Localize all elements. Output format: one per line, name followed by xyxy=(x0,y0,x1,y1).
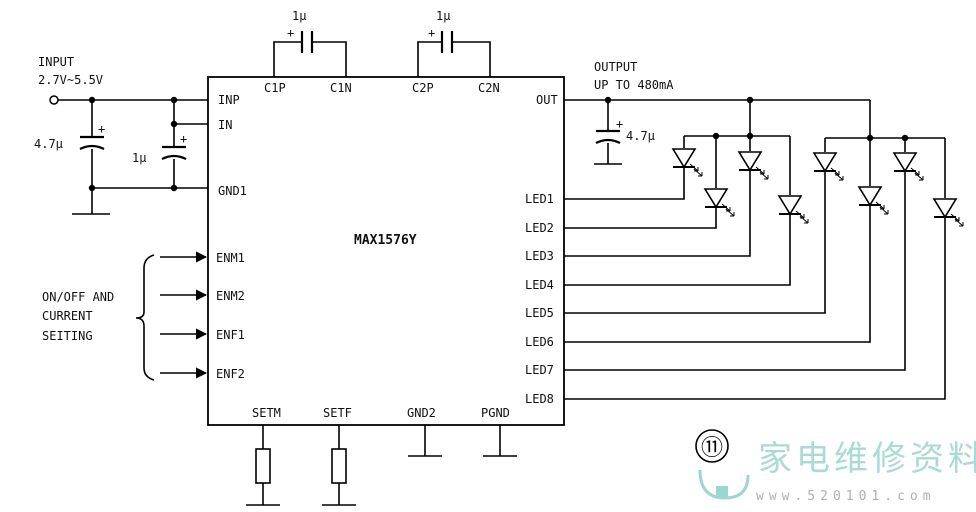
junction xyxy=(866,134,874,142)
pin-enm2: ENM2 xyxy=(216,289,245,303)
svg-text:+: + xyxy=(287,26,294,40)
pin-enf1: ENF1 xyxy=(216,328,245,342)
watermark-url: www.520101.com xyxy=(756,489,936,504)
pin-setm: SETM xyxy=(252,406,281,420)
junction xyxy=(746,96,754,104)
led-2-icon xyxy=(704,188,735,217)
watermark-logo-icon xyxy=(698,469,750,500)
svg-text:+: + xyxy=(98,122,105,136)
figure-number: ⑪ xyxy=(701,436,723,461)
output-label: OUTPUT xyxy=(594,60,637,74)
flying-cap-1-value: 1μ xyxy=(292,9,306,23)
pin-out: OUT xyxy=(536,93,558,107)
svg-text:+: + xyxy=(180,132,187,146)
junction xyxy=(604,96,612,104)
figure-number-circle xyxy=(695,429,729,463)
pin-c1n: C1N xyxy=(330,81,352,95)
input-capacitor: + xyxy=(79,122,105,150)
flying-cap-2-value: 1μ xyxy=(436,9,450,23)
control-label-line-2: CURRENT xyxy=(42,309,93,323)
pin-led5: LED5 xyxy=(525,306,554,320)
control-arrows xyxy=(135,251,208,381)
pin-gnd1: GND1 xyxy=(218,184,247,198)
pin-led2: LED2 xyxy=(525,221,554,235)
junction xyxy=(712,132,720,140)
junction xyxy=(88,184,96,192)
in-capacitor: + xyxy=(161,132,187,160)
watermark-cn-text: 家电维修资料网 xyxy=(758,439,976,479)
junction xyxy=(901,134,909,142)
pin-gnd2: GND2 xyxy=(407,406,436,420)
flying-capacitor-2: + xyxy=(417,26,491,77)
led-5-icon xyxy=(813,152,844,181)
pin-inp: INP xyxy=(218,93,240,107)
junction xyxy=(88,96,96,104)
output-cap-value: 4.7μ xyxy=(626,129,655,143)
pin-enm1: ENM1 xyxy=(216,251,245,265)
led-3-icon xyxy=(738,151,769,180)
led-7-icon xyxy=(893,152,924,181)
pin-c2n: C2N xyxy=(478,81,500,95)
ic-name: MAX1576Y xyxy=(354,233,417,248)
junction xyxy=(170,184,178,192)
input-range: 2.7V~5.5V xyxy=(38,73,103,87)
pin-led3: LED3 xyxy=(525,249,554,263)
pin-c1p: C1P xyxy=(264,81,286,95)
flying-capacitor-1: + xyxy=(273,26,347,77)
junction xyxy=(170,120,178,128)
input-wiring xyxy=(49,95,208,215)
junction xyxy=(746,132,754,140)
in-cap-value: 1μ xyxy=(132,151,146,165)
pin-led6: LED6 xyxy=(525,335,554,349)
output-spec: UP TO 480mA xyxy=(594,78,674,92)
pin-led7: LED7 xyxy=(525,363,554,377)
pin-led4: LED4 xyxy=(525,278,554,292)
svg-text:+: + xyxy=(616,117,623,131)
svg-text:+: + xyxy=(428,26,435,40)
output-capacitor: + xyxy=(595,117,623,144)
pin-c2p: C2P xyxy=(412,81,434,95)
pin-led1: LED1 xyxy=(525,192,554,206)
led-6-icon xyxy=(858,186,889,215)
pin-enf2: ENF2 xyxy=(216,367,245,381)
ic-body xyxy=(207,76,565,426)
output-wiring xyxy=(564,99,946,400)
pin-pgnd: PGND xyxy=(481,406,510,420)
led-4-icon xyxy=(778,195,809,224)
pin-setf: SETF xyxy=(323,406,352,420)
control-label-line-1: ON/OFF AND xyxy=(42,290,114,304)
input-cap-value: 4.7μ xyxy=(34,137,63,151)
input-label: INPUT xyxy=(38,55,74,69)
led-8-icon xyxy=(933,198,964,227)
control-label-line-3: SEITING xyxy=(42,329,93,343)
pin-in: IN xyxy=(218,118,232,132)
bottom-wiring xyxy=(246,425,517,506)
junction xyxy=(170,96,178,104)
led-1-icon xyxy=(672,148,703,177)
pin-led8: LED8 xyxy=(525,392,554,406)
